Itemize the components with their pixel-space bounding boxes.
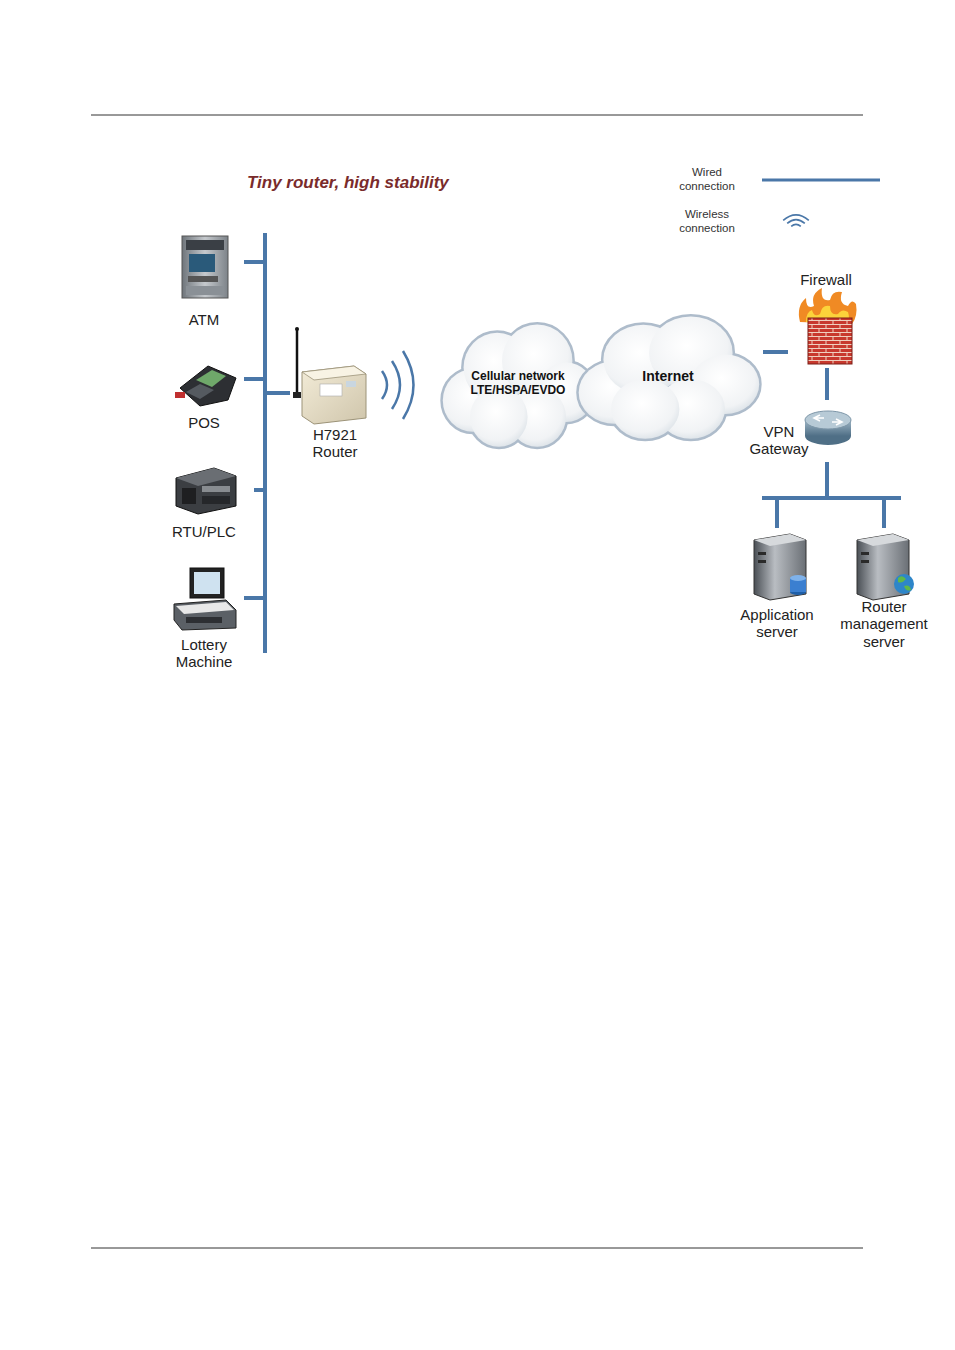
- node-label: VPN Gateway: [745, 423, 813, 458]
- diagram-title: Tiny router, high stability: [247, 173, 449, 193]
- wired-connection: [763, 350, 788, 354]
- node-label: POS: [164, 414, 244, 431]
- device-node: Router management server: [836, 528, 932, 652]
- node-label: Internet: [608, 368, 728, 384]
- wired-connection: [244, 262, 290, 393]
- node-label: Cellular network LTE/HSPA/EVDO: [462, 370, 574, 398]
- node-label: RTU/PLC: [154, 523, 254, 540]
- wired-connection: [244, 379, 290, 393]
- node-label: Firewall: [788, 271, 864, 288]
- node-label: Application server: [732, 606, 822, 641]
- legend-text: Wireless connection: [676, 208, 738, 236]
- legend-sample: [762, 180, 880, 181]
- legend-text: Wired connection: [676, 166, 738, 194]
- device-node: Application server: [732, 528, 822, 646]
- wired-connection: [777, 462, 827, 528]
- wired-connection: [254, 393, 290, 490]
- wired-connection: [825, 368, 829, 400]
- device-node: Firewall: [788, 268, 864, 368]
- device-node: H7921 Router: [290, 325, 380, 463]
- device-node: POS: [164, 360, 244, 435]
- node-label: ATM: [164, 311, 244, 328]
- network-cloud: Internet: [573, 310, 763, 442]
- device-node: Lottery Machine: [164, 564, 244, 673]
- network-cloud: Cellular network LTE/HSPA/EVDO: [438, 318, 598, 450]
- wired-connection: [827, 462, 884, 528]
- node-label: Router management server: [836, 598, 932, 650]
- legend-sample: [783, 215, 809, 227]
- device-node: ATM: [164, 232, 244, 332]
- node-label: Lottery Machine: [164, 636, 244, 671]
- node-label: H7921 Router: [300, 426, 370, 461]
- device-node: RTU/PLC: [154, 464, 254, 542]
- wired-connection: [244, 393, 290, 598]
- device-node: VPN Gateway: [745, 400, 855, 462]
